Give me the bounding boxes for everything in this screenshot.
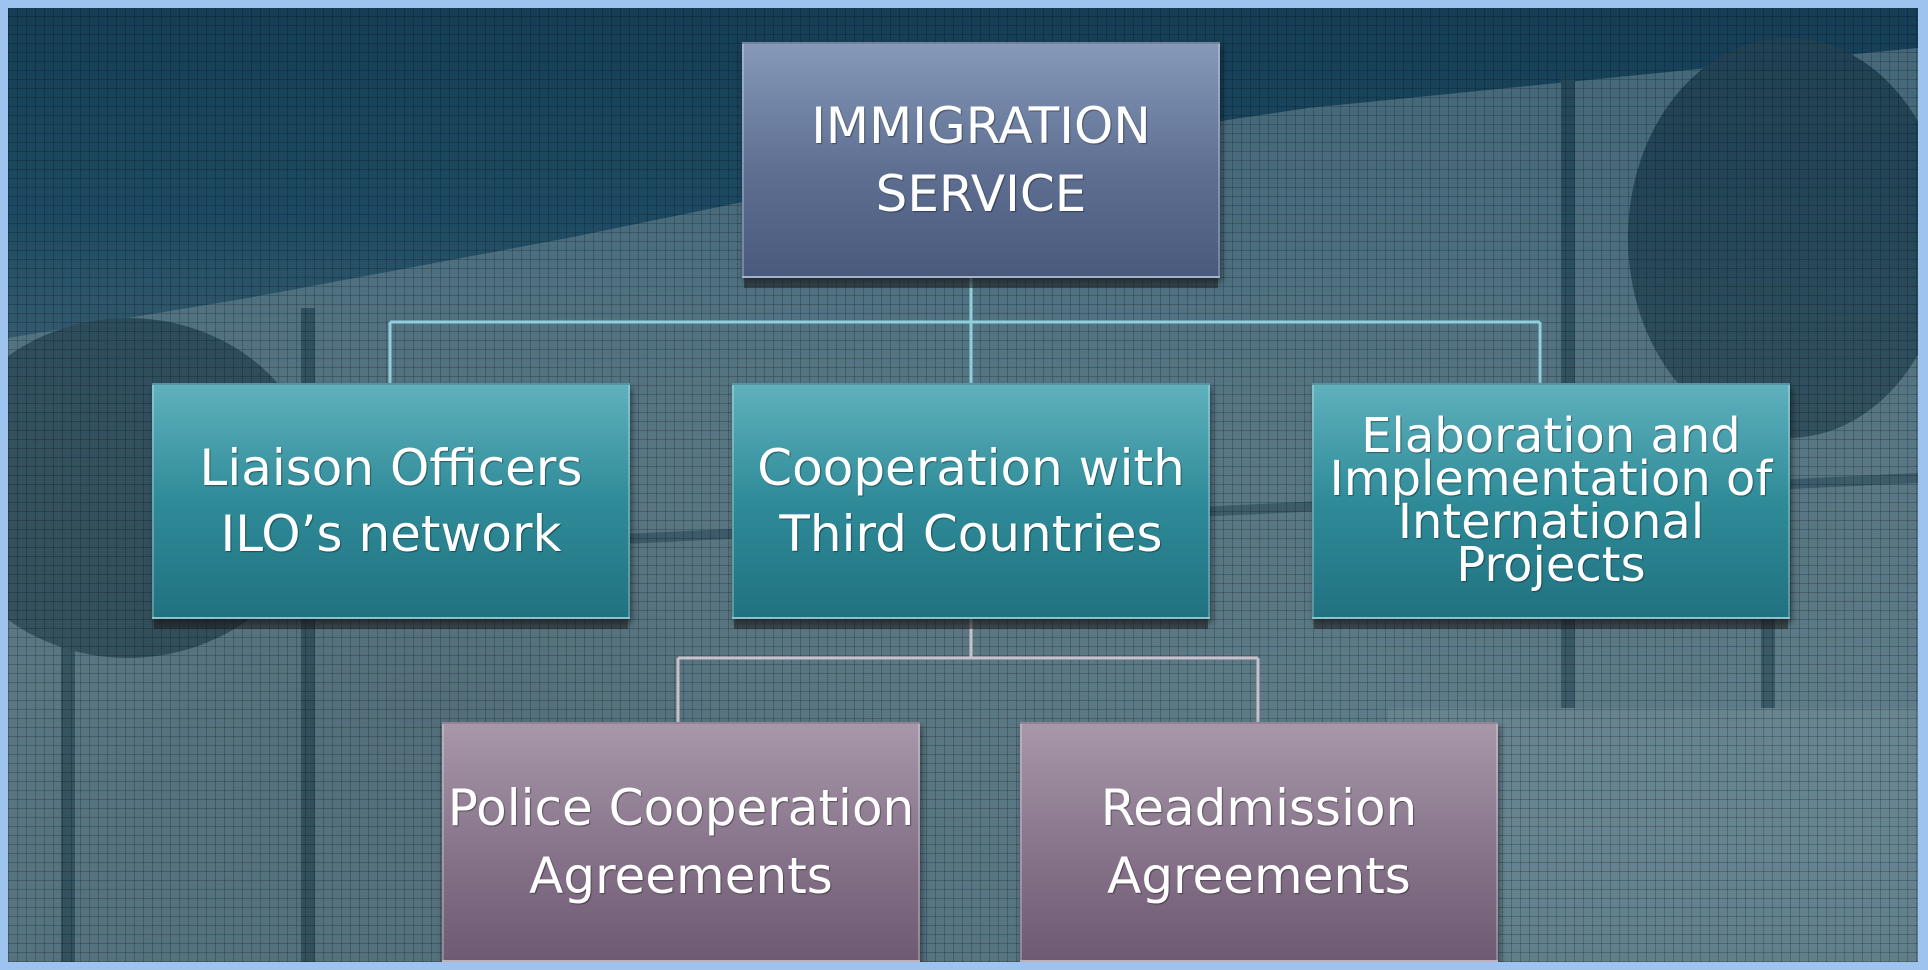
node-international-projects: Elaboration and Implementation of Intern… <box>1312 383 1790 619</box>
node-police-cooperation-label: Police Cooperation Agreements <box>447 779 915 905</box>
node-liaison-officers: Liaison Officers ILO’s network <box>152 383 630 619</box>
node-police-cooperation: Police Cooperation Agreements <box>442 722 920 962</box>
node-liaison-officers-label: Liaison Officers ILO’s network <box>199 439 583 563</box>
node-immigration-service: IMMIGRATION SERVICE <box>742 42 1220 278</box>
node-cooperation-third-countries-label: Cooperation with Third Countries <box>757 439 1185 563</box>
diagram-canvas: IMMIGRATION SERVICE Liaison Officers ILO… <box>8 8 1918 962</box>
connector-lines <box>388 278 1542 722</box>
node-cooperation-third-countries: Cooperation with Third Countries <box>732 383 1210 619</box>
node-readmission-agreements: Readmission Agreements <box>1020 722 1498 962</box>
node-immigration-service-label: IMMIGRATION SERVICE <box>811 97 1151 223</box>
node-readmission-agreements-label: Readmission Agreements <box>1100 779 1418 905</box>
node-international-projects-label: Elaboration and Implementation of Intern… <box>1329 408 1773 593</box>
